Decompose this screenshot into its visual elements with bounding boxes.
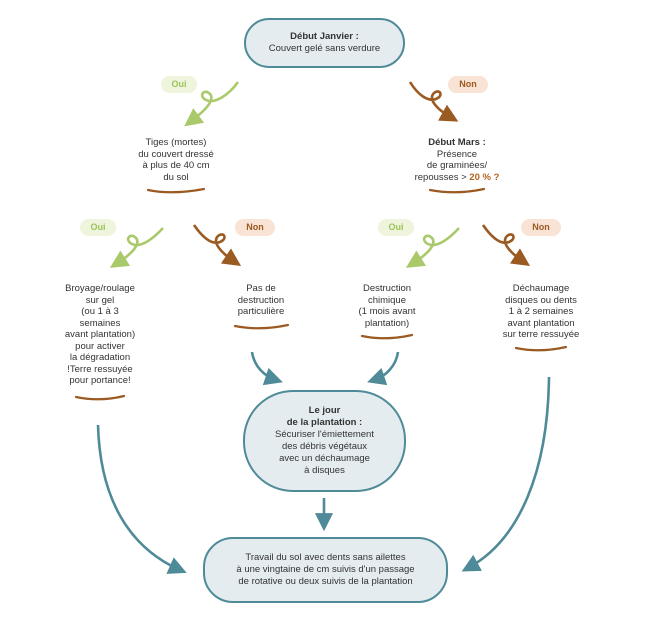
question-debut-mars-title: Début Mars : xyxy=(428,137,486,148)
outcome-pas-destruction-line: particulière xyxy=(237,306,285,317)
underline-q-right xyxy=(428,187,486,194)
outcome-dechaumage-line: 1 à 2 semaines xyxy=(508,306,574,317)
outcome-pas-destruction-line: Pas de xyxy=(246,283,276,294)
outcome-destruction-chimique-line: Destruction xyxy=(362,283,412,294)
underline-q-left xyxy=(146,187,206,194)
badge-top-non: Non xyxy=(448,76,488,93)
outcome-broyage-line: pour portance! xyxy=(69,375,131,386)
final-line: à une vingtaine de cm suivis d'un passag… xyxy=(236,564,415,575)
underline-pas-destruction xyxy=(233,323,290,330)
outcome-dechaumage-line: disques ou dents xyxy=(505,294,577,306)
plantation-title-line: de la plantation : xyxy=(286,417,363,428)
outcome-broyage-line: !Terre ressuyée xyxy=(67,363,133,375)
arrow-top-oui xyxy=(184,81,240,127)
outcome-dechaumage-line: avant plantation xyxy=(507,317,575,329)
outcome-destruction-chimique-line: chimique xyxy=(367,294,407,306)
plantation-line: avec un déchaumage xyxy=(279,453,370,464)
question-debut-mars-line: de graminées/ xyxy=(426,160,488,171)
start-title: Début Janvier : xyxy=(290,31,359,42)
outcome-destruction-chimique: Destruction chimique (1 mois avant plant… xyxy=(341,283,433,329)
outcome-broyage-line: Broyage/roulage xyxy=(65,283,135,294)
arrow-pas-destruction-to-plantation xyxy=(250,351,283,386)
badge-right-oui: Oui xyxy=(378,219,414,236)
outcome-broyage-line: la dégradation xyxy=(69,352,131,363)
arrow-broyage-to-final xyxy=(96,424,187,574)
arrow-left-non xyxy=(192,224,242,267)
arrow-left-oui xyxy=(109,227,164,268)
final-line: de rotative ou deux suivis de la plantat… xyxy=(238,576,413,587)
plantation-title-line: Le jour xyxy=(308,405,341,416)
outcome-broyage-line: sur gel xyxy=(85,294,115,306)
badge-left-non: Non xyxy=(235,219,275,236)
outcome-broyage-line: avant plantation) xyxy=(64,329,136,340)
question-tiges: Tiges (mortes) du couvert dressé à plus … xyxy=(126,137,226,183)
question-debut-mars-highlight: 20 % ? xyxy=(469,171,500,183)
outcome-destruction-chimique-line: plantation) xyxy=(364,317,410,329)
outcome-broyage-line: pour activer xyxy=(75,340,125,352)
question-tiges-line: Tiges (mortes) xyxy=(145,137,207,148)
question-debut-mars: Début Mars : Présence de graminées/ repo… xyxy=(405,137,509,183)
badge-left-oui: Oui xyxy=(80,219,116,236)
final-line: Travail du sol avec dents sans ailettes xyxy=(245,552,406,563)
underline-broyage xyxy=(74,394,126,401)
outcome-dechaumage-line: Déchaumage xyxy=(512,283,570,294)
badge-right-non: Non xyxy=(521,219,561,236)
outcome-broyage-line: semaines xyxy=(79,317,121,329)
arrow-destruction-chimique-to-plantation xyxy=(367,351,400,386)
outcome-dechaumage: Déchaumage disques ou dents 1 à 2 semain… xyxy=(488,283,594,341)
start-line: Couvert gelé sans verdure xyxy=(268,43,381,54)
arrow-top-non xyxy=(408,81,459,122)
underline-dechaumage xyxy=(514,345,568,352)
outcome-broyage-line: (ou 1 à 3 xyxy=(81,306,119,317)
question-tiges-line: du sol xyxy=(163,171,189,183)
start-box: Début Janvier : Couvert gelé sans verdur… xyxy=(244,18,405,68)
underline-destruction-chimique xyxy=(360,333,414,340)
question-tiges-line: du couvert dressé xyxy=(138,148,214,160)
arrow-dechaumage-to-final xyxy=(461,376,551,572)
question-tiges-line: à plus de 40 cm xyxy=(142,160,210,171)
outcome-pas-destruction-line: destruction xyxy=(237,294,285,306)
arrow-right-non xyxy=(481,224,531,267)
final-box: Travail du sol avec dents sans ailettes … xyxy=(203,537,448,603)
plantation-line: à disques xyxy=(304,465,345,476)
plantation-line: Sécuriser l'émiettement xyxy=(275,429,374,440)
outcome-destruction-chimique-line: (1 mois avant xyxy=(358,306,416,317)
question-debut-mars-last-line: repousses > 20 % ? xyxy=(405,172,509,184)
outcome-pas-destruction: Pas de destruction particulière xyxy=(216,283,306,318)
badge-top-oui: Oui xyxy=(161,76,197,93)
question-debut-mars-line: Présence xyxy=(436,148,478,160)
question-debut-mars-prefix: repousses > xyxy=(414,171,470,183)
plantation-box: Le jour de la plantation : Sécuriser l'é… xyxy=(243,390,406,492)
plantation-line: des débris végétaux xyxy=(281,441,368,452)
outcome-dechaumage-line: sur terre ressuyée xyxy=(502,329,580,340)
outcome-broyage: Broyage/roulage sur gel (ou 1 à 3 semain… xyxy=(52,283,148,387)
arrow-right-oui xyxy=(405,227,460,268)
